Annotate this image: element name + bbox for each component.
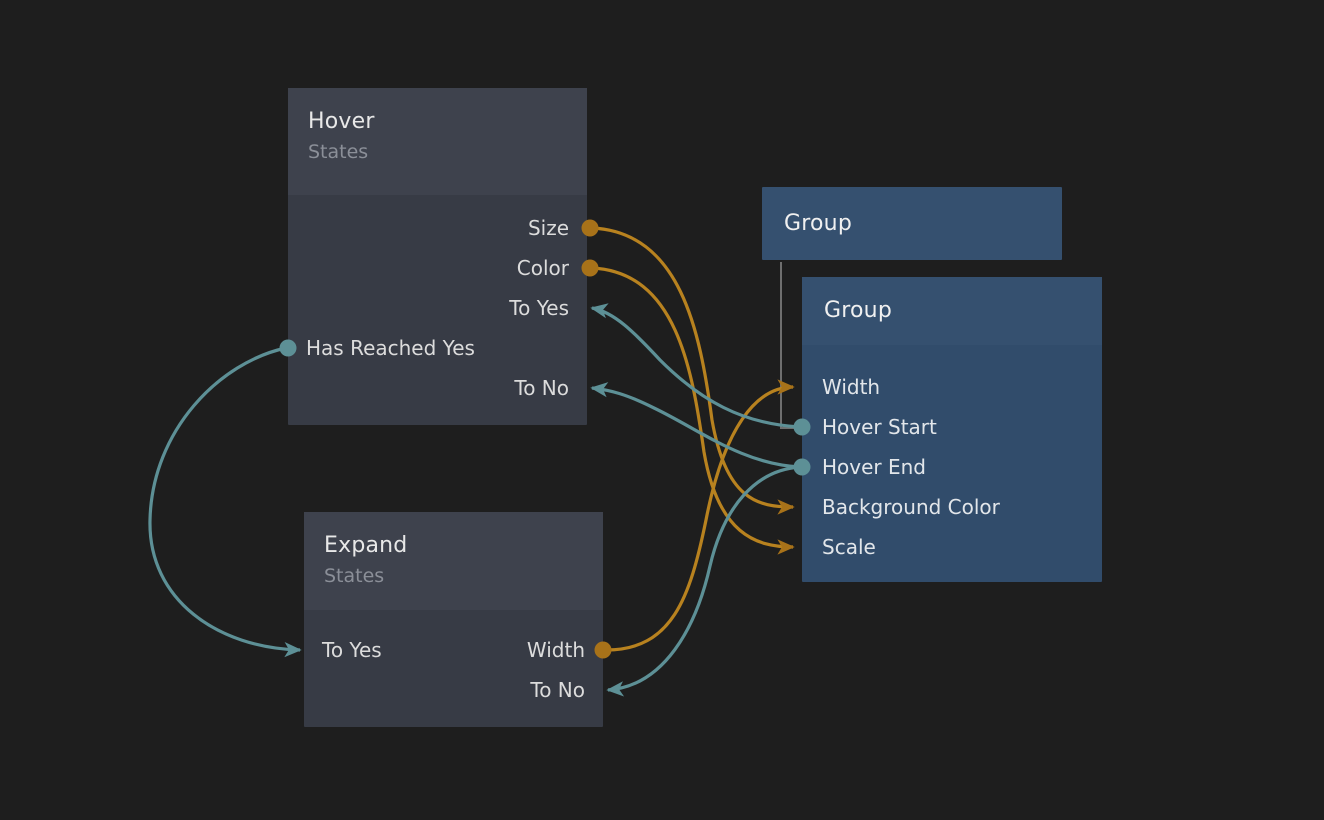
wire-hover-start-to-to-yes	[590, 303, 801, 429]
port-hover-out-color[interactable]: Color	[516, 256, 569, 280]
node-group-collapsed[interactable]: Group	[762, 187, 1062, 260]
node-group-expanded-header[interactable]: Group	[802, 277, 1102, 345]
node-hover-subtitle: States	[308, 141, 369, 163]
port-hover-out-size[interactable]: Size	[527, 216, 569, 240]
port-expand-out-width[interactable]: Width	[526, 638, 585, 662]
node-group-expanded[interactable]: Group Width Hover Start Hover End Backgr…	[802, 277, 1102, 582]
wire-color-to-scale	[591, 266, 795, 555]
port-hover-out-to-yes[interactable]: To Yes	[509, 296, 569, 320]
node-expand-header[interactable]: Expand States	[304, 512, 603, 610]
node-expand[interactable]: Expand States To Yes Width To No	[304, 512, 603, 727]
wire-hover-end-to-hover-to-no	[590, 382, 801, 469]
node-hover-title: Hover	[308, 109, 375, 134]
port-group-in-scale[interactable]: Scale	[822, 535, 876, 559]
port-expand-in-to-yes[interactable]: To Yes	[322, 638, 382, 662]
node-expand-subtitle: States	[324, 565, 385, 587]
node-expand-title: Expand	[324, 533, 408, 558]
port-group-in-width[interactable]: Width	[822, 375, 881, 399]
port-hover-in-has-reached-yes[interactable]: Has Reached Yes	[306, 336, 475, 360]
node-hover-header[interactable]: Hover States	[288, 88, 587, 195]
port-expand-out-to-no[interactable]: To No	[530, 678, 585, 702]
port-hover-out-to-no[interactable]: To No	[514, 376, 569, 400]
node-group-collapsed-title: Group	[784, 210, 852, 236]
node-hover[interactable]: Hover States Size Color To Yes Has Reach…	[288, 88, 587, 425]
wire-width-to-group-width	[605, 379, 795, 652]
group-link-line	[780, 262, 797, 429]
wire-has-reached-yes-to-expand-to-yes	[148, 346, 302, 658]
port-group-in-hover-end[interactable]: Hover End	[822, 455, 927, 479]
port-group-in-hover-start[interactable]: Hover Start	[822, 415, 937, 439]
wire-hover-end-to-expand-to-no	[606, 465, 801, 697]
port-group-in-background-color[interactable]: Background Color	[822, 495, 1000, 519]
node-group-expanded-title: Group	[824, 298, 892, 323]
wire-size-to-background-color	[591, 226, 795, 515]
